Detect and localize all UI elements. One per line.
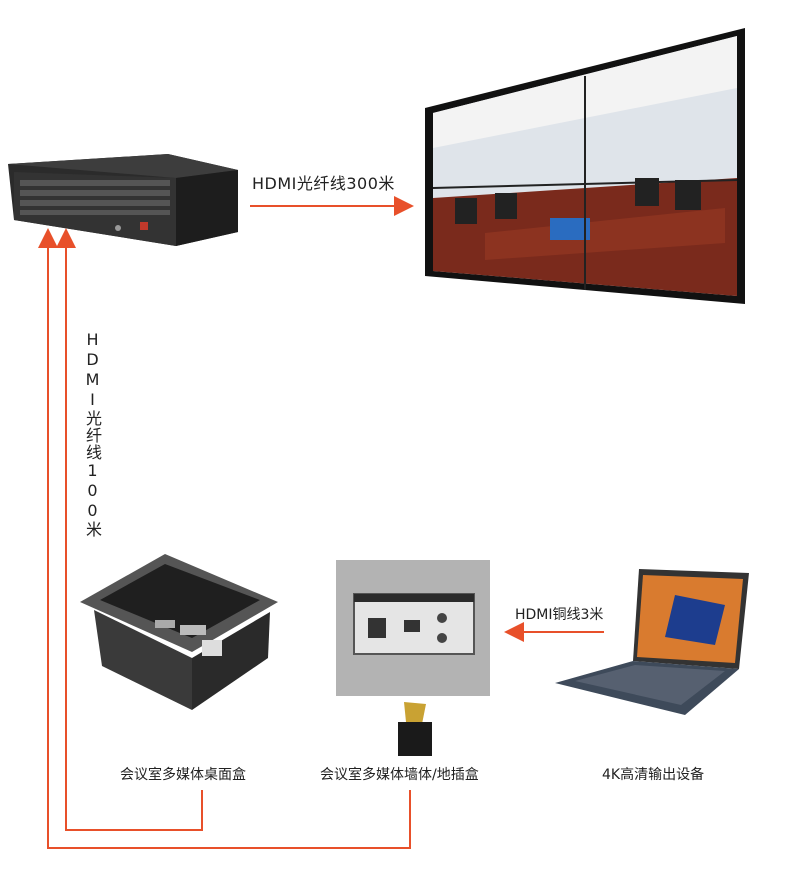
wall-socket-panel [336,560,490,700]
video-wall [425,28,755,312]
desktop-loop-line [56,228,203,831]
top-link-label: HDMI光纤线300米 [252,174,395,193]
source-label: 4K高清输出设备 [602,767,705,783]
hdmi-adapter [392,700,438,764]
desktop-socket-box [80,540,280,719]
matrix-switcher [8,150,238,254]
left-link-label: HDMI光纤线100米 [83,330,102,538]
laptop [555,565,755,729]
wall-box-label: 会议室多媒体墙体/地插盒 [320,767,479,783]
wall-loop-line [38,228,411,849]
desktop-box-label: 会议室多媒体桌面盒 [120,767,246,783]
laptop-link-label: HDMI铜线3米 [515,607,604,623]
